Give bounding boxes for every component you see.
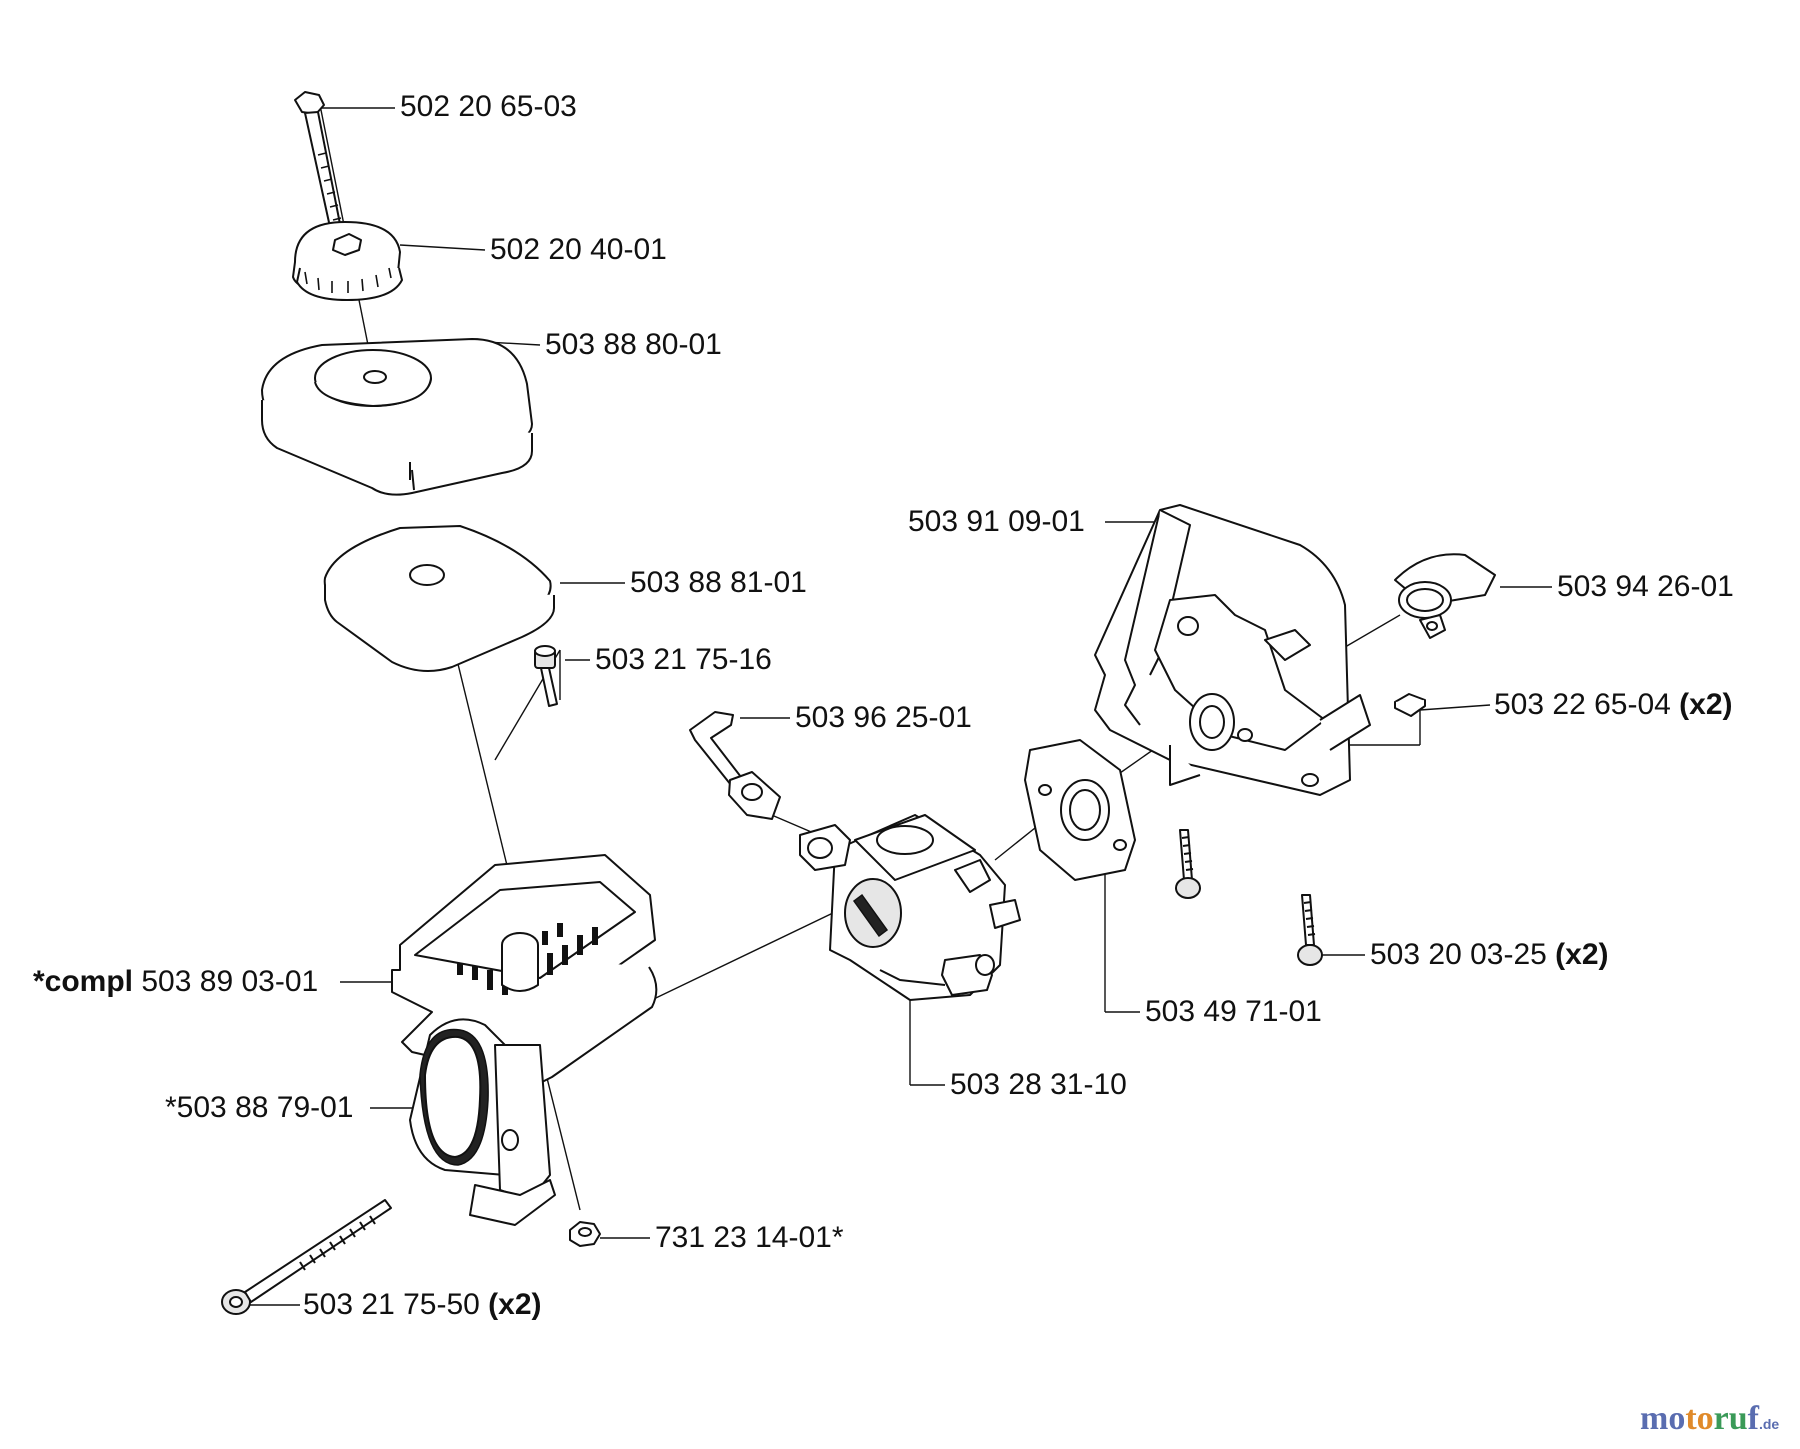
label-502-20-40-01: 502 20 40-01 bbox=[490, 233, 667, 267]
label-503-88-81-01: 503 88 81-01 bbox=[630, 566, 807, 600]
screw-503-20-03-25-b bbox=[1297, 894, 1323, 966]
lever-503-96-25-01 bbox=[689, 711, 781, 820]
screw-503-21-75-16 bbox=[534, 645, 558, 707]
part-number: 731 23 14-01* bbox=[655, 1221, 844, 1254]
label-502-20-65-03: 502 20 65-03 bbox=[400, 90, 577, 124]
quantity: (x2) bbox=[1555, 938, 1609, 971]
part-number: 502 20 65-03 bbox=[400, 90, 577, 123]
label-731-23-14-01: 731 23 14-01* bbox=[655, 1221, 844, 1255]
label-503-88-79-01: *503 88 79-01 bbox=[165, 1091, 354, 1125]
label-503-21-75-16: 503 21 75-16 bbox=[595, 643, 772, 677]
part-number: 503 49 71-01 bbox=[1145, 995, 1322, 1028]
label-503-88-80-01: 503 88 80-01 bbox=[545, 328, 722, 362]
label-503-89-03-01: *compl 503 89 03-01 bbox=[33, 965, 318, 999]
part-prefix: *compl bbox=[33, 965, 134, 998]
part-number: 503 89 03-01 bbox=[141, 965, 319, 998]
part-number: 503 91 09-01 bbox=[908, 505, 1085, 538]
part-number: 503 88 80-01 bbox=[545, 328, 722, 361]
bolt-503-21-75-50 bbox=[221, 1199, 392, 1315]
carburettor-503-28-31-10 bbox=[799, 814, 1021, 1001]
part-number: 503 96 25-01 bbox=[795, 701, 972, 734]
screw-502-20-65-03 bbox=[294, 91, 342, 228]
gasket-503-49-71-01 bbox=[1024, 739, 1136, 881]
knob-502-20-40-01 bbox=[292, 221, 403, 301]
part-number: 503 20 03-25 bbox=[1370, 938, 1547, 971]
part-number: 503 22 65-04 bbox=[1494, 688, 1671, 721]
quantity: (x2) bbox=[1679, 688, 1733, 721]
filter-cover-503-88-80-01 bbox=[261, 338, 533, 496]
part-number: 503 94 26-01 bbox=[1557, 570, 1734, 603]
watermark-logo: motoruf.de bbox=[1640, 1400, 1780, 1437]
choke-503-88-79-01 bbox=[409, 1018, 556, 1226]
label-503-91-09-01: 503 91 09-01 bbox=[908, 505, 1085, 539]
label-503-22-65-04: 503 22 65-04 (x2) bbox=[1494, 688, 1733, 722]
part-number: 503 21 75-50 bbox=[303, 1288, 480, 1321]
label-503-28-31-10: 503 28 31-10 bbox=[950, 1068, 1127, 1102]
bracket-503-94-26-01 bbox=[1394, 553, 1496, 639]
label-503-94-26-01: 503 94 26-01 bbox=[1557, 570, 1734, 604]
filter-503-88-81-01 bbox=[323, 525, 555, 672]
screw-503-20-03-25-a bbox=[1175, 829, 1201, 899]
part-number: 503 21 75-16 bbox=[595, 643, 772, 676]
part-number: 503 28 31-10 bbox=[950, 1068, 1127, 1101]
nut-731-23-14-01 bbox=[569, 1221, 601, 1247]
part-number: 502 20 40-01 bbox=[490, 233, 667, 266]
label-503-96-25-01: 503 96 25-01 bbox=[795, 701, 972, 735]
part-number: *503 88 79-01 bbox=[165, 1091, 354, 1124]
label-503-49-71-01: 503 49 71-01 bbox=[1145, 995, 1322, 1029]
intake-shield-503-91-09-01 bbox=[1094, 504, 1371, 796]
part-number: 503 88 81-01 bbox=[630, 566, 807, 599]
label-503-21-75-50: 503 21 75-50 (x2) bbox=[303, 1288, 542, 1322]
square-nut-503-22-65-04 bbox=[1394, 693, 1426, 717]
quantity: (x2) bbox=[488, 1288, 542, 1321]
label-503-20-03-25: 503 20 03-25 (x2) bbox=[1370, 938, 1609, 972]
